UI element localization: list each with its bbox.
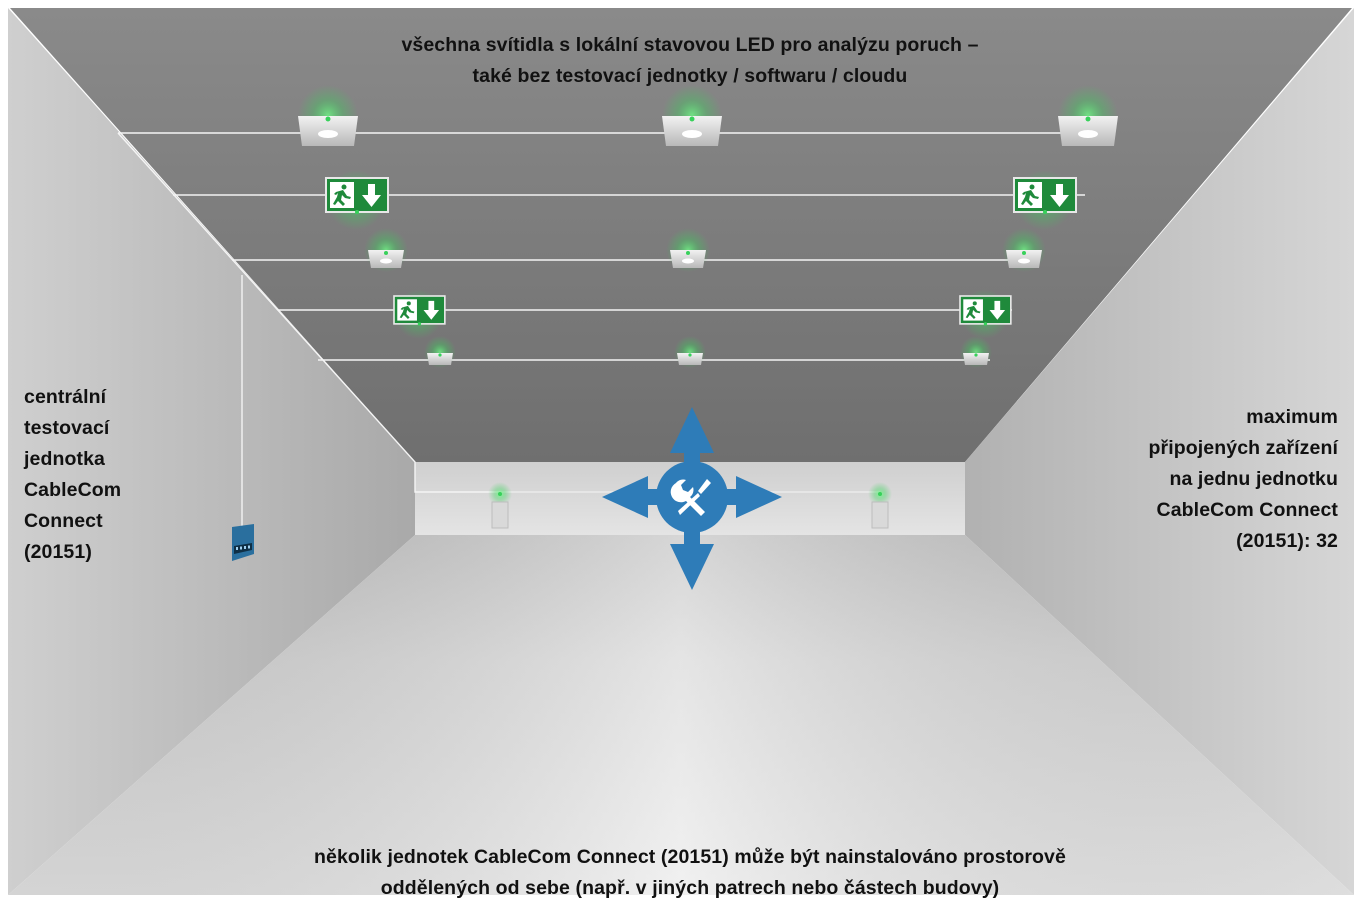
- exit-signs: [325, 170, 1077, 339]
- label-line: (20151): 32: [1236, 530, 1338, 552]
- service-cross: [602, 407, 782, 590]
- label-line: na jednu jednotku: [1169, 468, 1338, 490]
- exit-sign: [959, 289, 1012, 339]
- lamp: [666, 228, 710, 272]
- lamp: [960, 336, 992, 368]
- multiple-units-note: několik jednotek CableCom Connect (20151…: [170, 842, 1210, 904]
- label-line: maximum: [1246, 406, 1338, 428]
- note-line-1: několik jednotek CableCom Connect (20151…: [314, 846, 1066, 868]
- arrow-left-icon: [602, 476, 648, 518]
- ceiling-lamps: [298, 85, 1118, 368]
- heading-all-luminaires: všechna svítidla s lokální stavovou LED …: [280, 30, 1100, 92]
- label-line: Connect: [24, 510, 103, 532]
- heading-line-1: všechna svítidla s lokální stavovou LED …: [401, 34, 979, 56]
- max-devices-label: maximum připojených zařízení na jednu je…: [1018, 402, 1338, 557]
- right-wall: [965, 8, 1354, 895]
- lamp: [674, 336, 706, 368]
- arrow-up-icon: [670, 407, 714, 453]
- exit-sign: [325, 170, 389, 230]
- label-line: CableCom: [24, 479, 122, 501]
- left-wall: [8, 8, 415, 895]
- note-line-2: oddělených od sebe (např. v jiných patre…: [380, 877, 1000, 899]
- label-line: centrální: [24, 386, 107, 408]
- label-line: připojených zařízení: [1148, 437, 1338, 459]
- exit-sign: [1013, 170, 1077, 230]
- lamp: [662, 85, 722, 146]
- lamp: [298, 85, 358, 146]
- test-unit-icon: [232, 524, 254, 561]
- heading-line-2: také bez testovací jednotky / softwaru /…: [472, 65, 908, 87]
- wrench-screwdriver-icon: [670, 479, 711, 516]
- arrow-down-icon: [423, 300, 440, 320]
- exit-sign: [393, 289, 446, 339]
- arrow-down-icon: [989, 300, 1006, 320]
- lamp: [1058, 85, 1118, 146]
- label-line: (20151): [24, 541, 92, 563]
- label-line: CableCom Connect: [1156, 499, 1338, 521]
- lamp: [424, 336, 456, 368]
- arrow-down-icon: [670, 544, 714, 590]
- lamp: [1002, 228, 1046, 272]
- running-man-exit-icon: [1021, 184, 1039, 206]
- running-man-exit-icon: [965, 301, 981, 319]
- running-man-exit-icon: [333, 184, 351, 206]
- lamp: [364, 228, 408, 272]
- arrow-down-icon: [362, 184, 381, 207]
- running-man-exit-icon: [399, 301, 415, 319]
- label-line: testovací: [24, 417, 110, 439]
- label-line: jednotka: [24, 448, 105, 470]
- central-test-unit-label: centrální testovací jednotka CableCom Co…: [24, 382, 224, 568]
- arrow-down-icon: [1050, 184, 1069, 207]
- arrow-right-icon: [736, 476, 782, 518]
- back-wall-lights: [488, 482, 892, 529]
